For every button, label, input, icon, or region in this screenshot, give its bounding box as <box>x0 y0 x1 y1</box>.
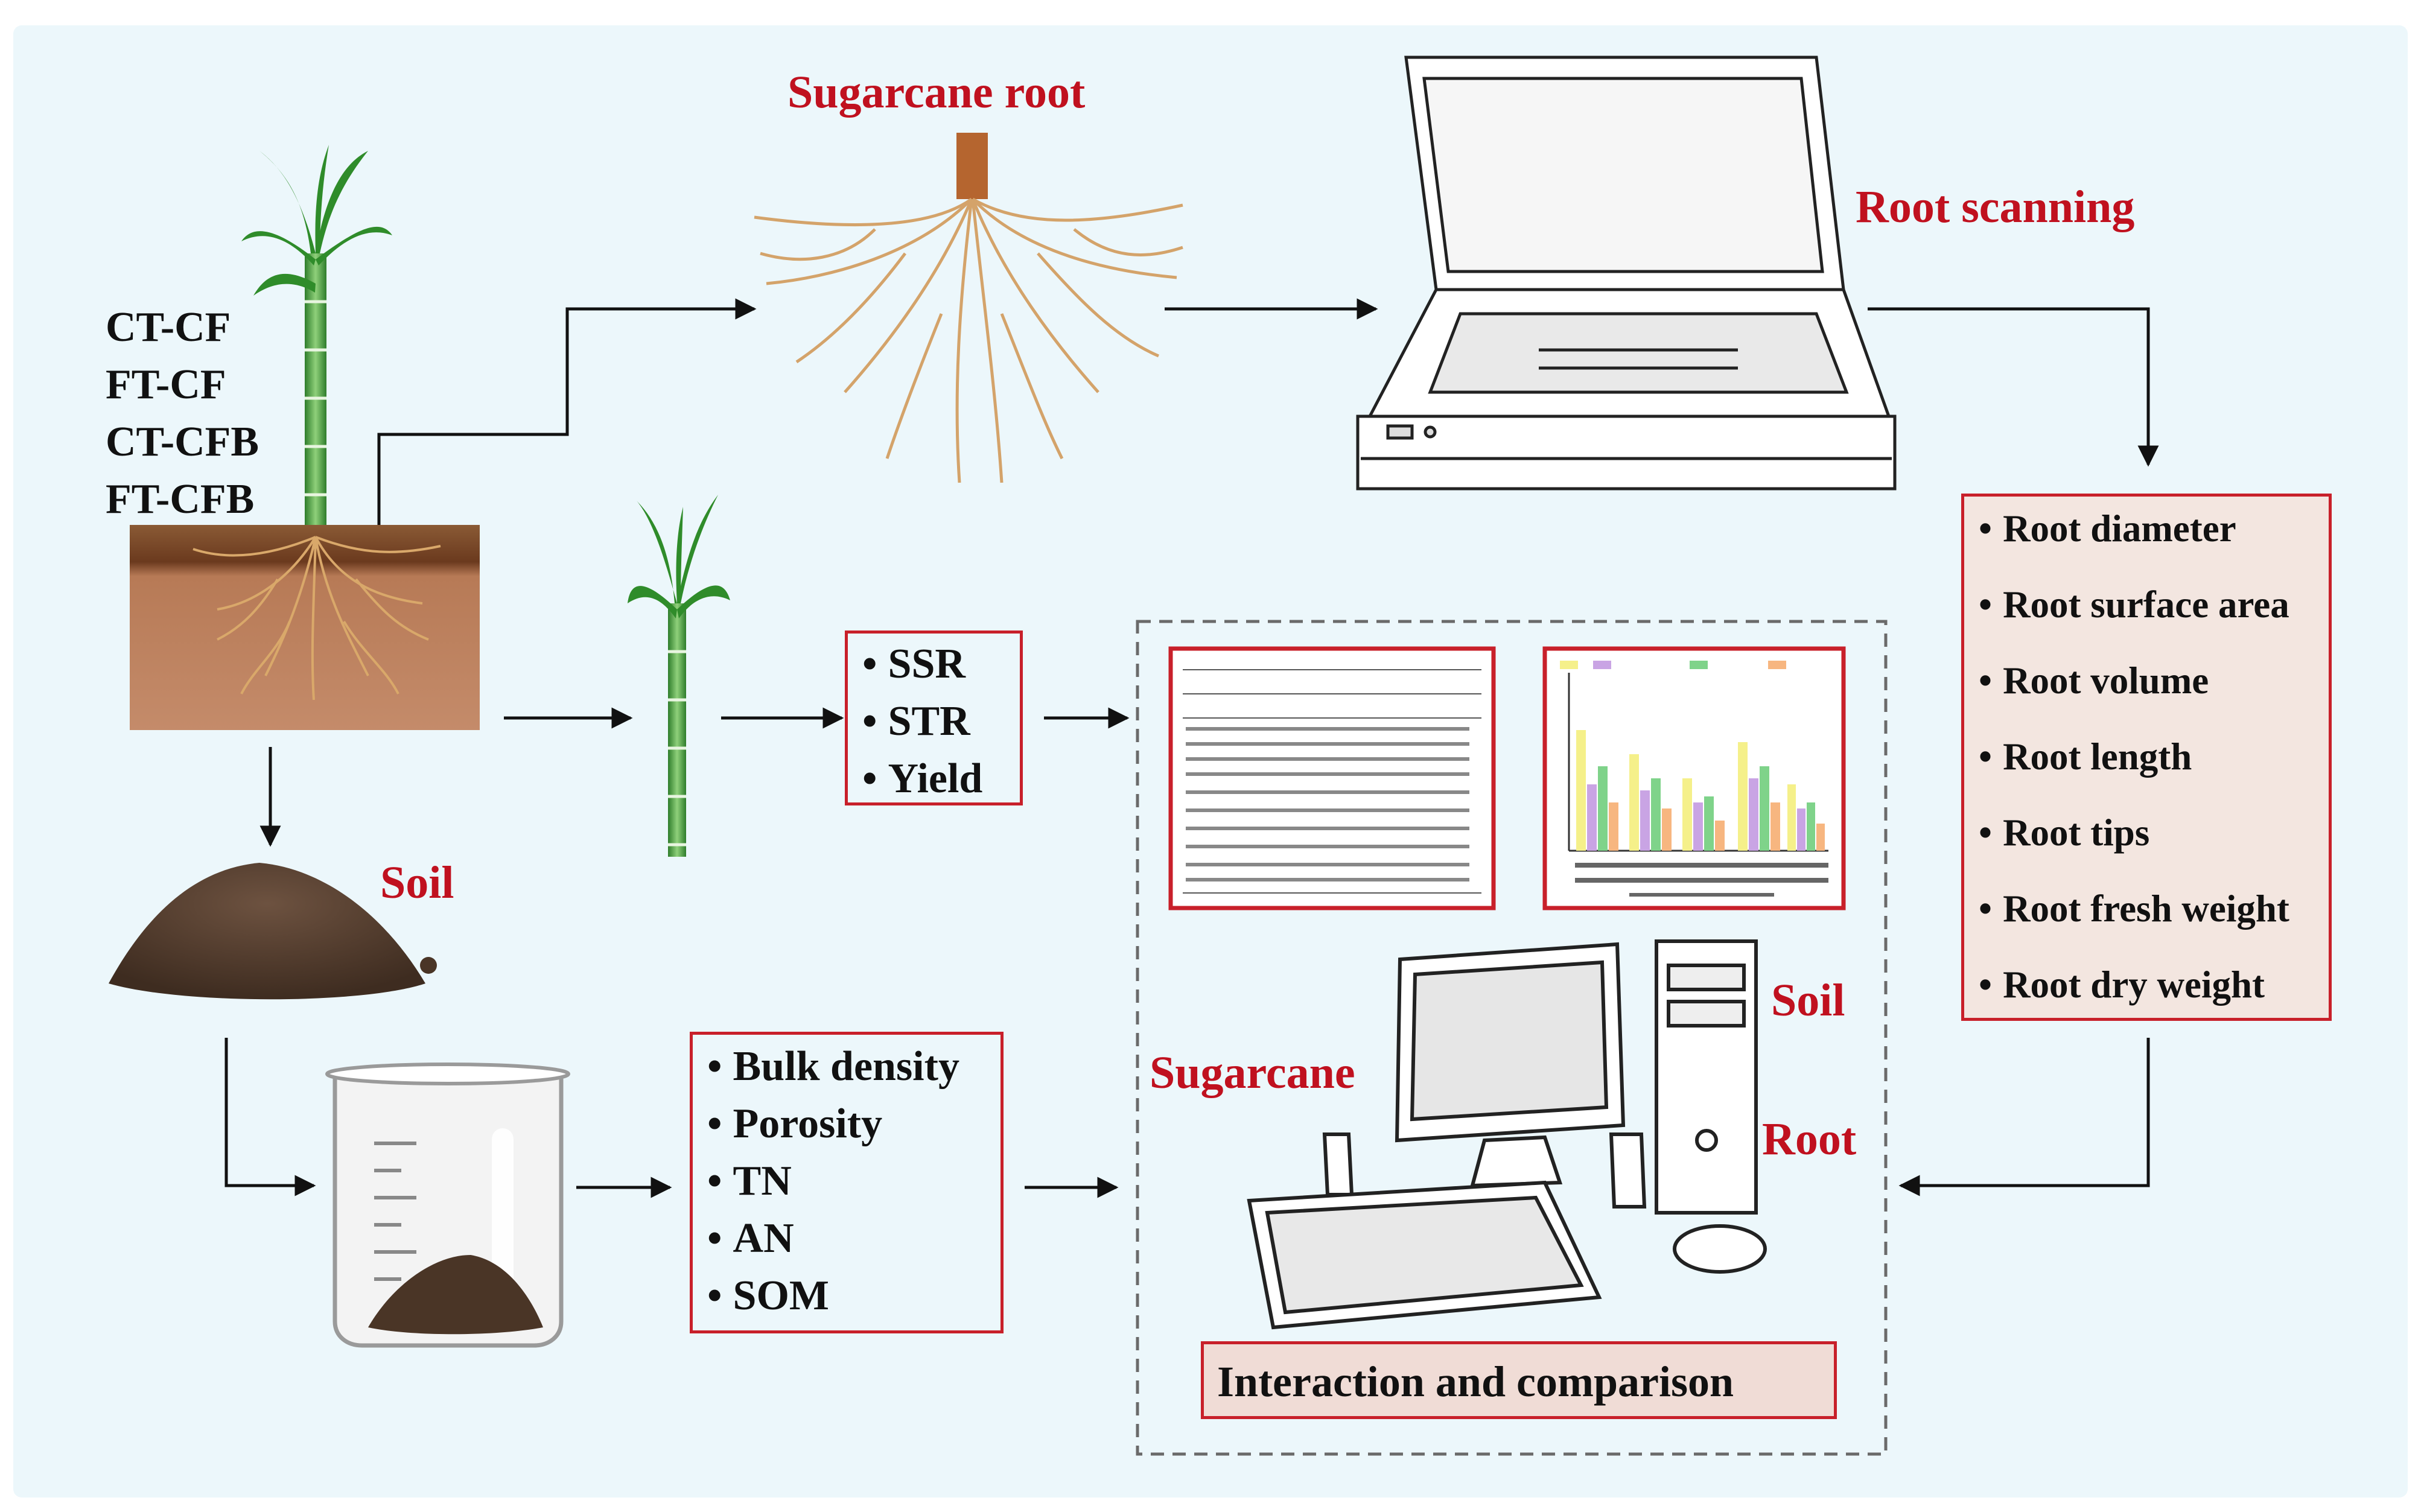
label-root-pc: Root <box>1762 1114 1857 1164</box>
interaction-fill <box>1202 1342 1836 1418</box>
trait-root-diameter: Root diameter <box>1979 510 2236 548</box>
trait-bulk-density: Bulk density <box>707 1046 959 1088</box>
treatment-ct-cfb: CT-CFB <box>106 419 259 465</box>
bar-chart-icon <box>1542 646 1846 910</box>
data-table-icon <box>1168 646 1496 910</box>
label-soil-pc: Soil <box>1771 975 1845 1026</box>
treatment-ft-cf: FT-CF <box>106 361 226 408</box>
soil-block <box>130 525 480 730</box>
label-soil: Soil <box>380 857 454 908</box>
beaker-icon <box>325 1063 570 1348</box>
flatbed-scanner-icon <box>1356 56 1897 491</box>
trait-tn: TN <box>707 1160 792 1202</box>
trait-yield: Yield <box>862 758 983 800</box>
sugarcane-traits-box: SSR STR Yield <box>845 631 1023 805</box>
trait-root-length: Root length <box>1979 738 2192 776</box>
analysis-frame <box>1136 620 1888 1456</box>
sugarcane-plant-icon <box>241 145 392 537</box>
trait-root-fresh-weight: Root fresh weight <box>1979 890 2289 928</box>
trait-ssr: SSR <box>862 643 966 685</box>
sugarcane-plant-icon <box>628 495 730 857</box>
root-traits-box: Root diameter Root surface area Root vol… <box>1961 494 2332 1021</box>
trait-root-surface-area: Root surface area <box>1979 586 2289 624</box>
label-root-scanning: Root scanning <box>1856 182 2135 232</box>
treatment-ft-cfb: FT-CFB <box>106 476 255 523</box>
desktop-computer-icon <box>1247 939 1767 1330</box>
label-sugarcane-root: Sugarcane root <box>787 67 1086 118</box>
interaction-box: Interaction and comparison <box>1201 1341 1837 1419</box>
label-interaction: Interaction and comparison <box>1217 1358 1734 1406</box>
trait-an: AN <box>707 1218 794 1260</box>
root-system-icon <box>754 133 1183 483</box>
label-sugarcane-pc: Sugarcane <box>1150 1047 1355 1098</box>
trait-root-volume: Root volume <box>1979 662 2209 700</box>
trait-root-dry-weight: Root dry weight <box>1979 966 2265 1004</box>
soil-traits-box: Bulk density Porosity TN AN SOM <box>690 1032 1004 1333</box>
trait-root-tips: Root tips <box>1979 814 2149 852</box>
trait-str: STR <box>862 700 970 743</box>
flow-arrows <box>224 298 2159 1198</box>
trait-porosity: Porosity <box>707 1103 883 1145</box>
root-system-icon <box>192 536 441 700</box>
trait-som: SOM <box>707 1275 829 1317</box>
treatment-ct-cf: CT-CF <box>106 304 231 351</box>
soil-pile-icon <box>109 863 437 1000</box>
